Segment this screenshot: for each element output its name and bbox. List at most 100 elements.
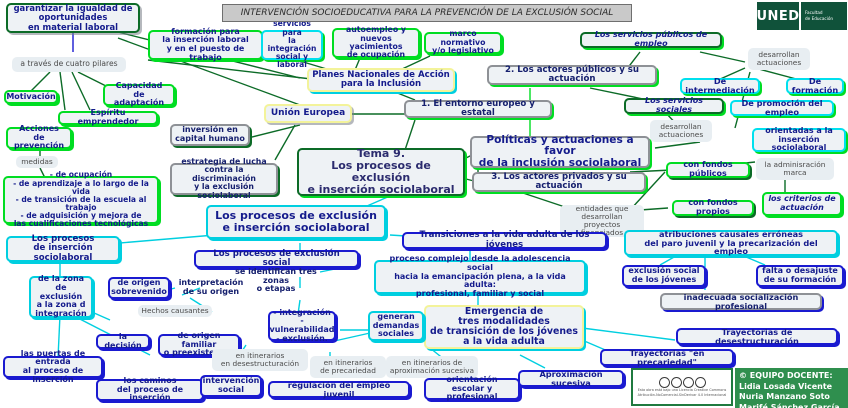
node-label: Los servicios públicos de empleo [594, 30, 708, 48]
node-label: De promoción del empleo [741, 98, 823, 117]
node-procesos-exclusion-insercion[interactable]: Los procesos de exclusión e inserción so… [206, 205, 386, 239]
node-label: - de ocupación - de aprendizaje a lo lar… [13, 170, 149, 229]
teaching-team-credits: © EQUIPO DOCENTE: Lidia Losada Vicente N… [735, 368, 848, 408]
node-label: marco normativo y/o legislativo [432, 29, 494, 56]
node-actores-privados[interactable]: 3. Los actores privados y su actuación [472, 172, 646, 192]
node-autoempleo[interactable]: autoempleo y nuevos yacimientos de ocupa… [332, 26, 420, 59]
node-origen-sobrevenido[interactable]: de origen sobrevenido [108, 277, 170, 299]
uned-logo: UNED Facultad de Educación [756, 2, 847, 30]
node-trayectorias-precariedad[interactable]: Trayectorias "en precariedad" [600, 347, 734, 367]
node-zona-exclusion-integracion[interactable]: de la zona de exclusión a la zona d inte… [29, 275, 93, 318]
node-inversion-capital-humano[interactable]: inversión en capital humano [170, 124, 250, 146]
node-label: Trayectorias "en precariedad" [629, 347, 705, 367]
link-label-itinerarios-desestructuracion: en itinerarios en desestructuración [212, 349, 308, 371]
node-transiciones-vida-adulta[interactable]: Transiciones a la vida adulta de los jóv… [402, 231, 607, 249]
node-label: - integración - vulnerabilidad - exclusi… [269, 307, 335, 343]
node-garantizar-igualdad[interactable]: garantizar la igualdad de oportunidades … [6, 3, 140, 33]
node-emergencia-tres-modalidades[interactable]: Emergencia de tres modalidades de transi… [424, 305, 584, 349]
node-politicas-actuaciones[interactable]: Políticas y actuaciones a favor de la in… [470, 134, 650, 168]
node-procesos-insercion-sociolaboral[interactable]: Los procesos de inserción sociolaboral [6, 234, 120, 263]
node-label: los caminos del proceso de inserción [116, 376, 184, 403]
node-trayectorias-desestructuracion[interactable]: Trayectorias de desestructuración [676, 326, 838, 346]
node-union-europea[interactable]: Unión Europea [264, 104, 352, 123]
node-integracion-vulnerabilidad-exclusion[interactable]: - integración - vulnerabilidad - exclusi… [268, 307, 336, 343]
node-capacidad-adaptacion[interactable]: Capacidad de adaptación [103, 81, 175, 108]
node-label: garantizar la igualdad de oportunidades … [13, 3, 133, 32]
node-con-fondos-propios[interactable]: con fondos propios [672, 198, 754, 216]
node-label: Planes Nacionales de Acción para la Incl… [312, 69, 450, 89]
node-label: con fondos propios [688, 198, 738, 216]
node-espiritu-emprendedor[interactable]: Espíritu emprendedor [58, 108, 158, 126]
node-atribuciones-causales[interactable]: atribuciones causales erróneas del paro … [624, 229, 838, 256]
node-servicios-sociales[interactable]: Los servicios sociales [624, 96, 724, 114]
node-label: Los procesos de exclusión e inserción so… [215, 209, 377, 234]
node-proceso-complejo[interactable]: proceso complejo desde la adolescencia s… [374, 255, 586, 298]
credits-author-1: Lidia Losada Vicente [739, 381, 833, 391]
node-con-fondos-publicos[interactable]: con fondos públicos [666, 160, 750, 178]
node-regulacion-empleo-juvenil[interactable]: regulación del empleo juvenil [268, 379, 410, 399]
node-label: Motivación [6, 91, 56, 101]
cc-license-text: Esta obra está bajo una Licencia Creativ… [636, 388, 729, 397]
node-motivacion[interactable]: Motivación [4, 90, 58, 104]
node-label: Los procesos de inserción sociolaboral [31, 234, 95, 263]
faculty-line-1: Facultad [805, 10, 823, 16]
node-label: De formación [791, 76, 839, 95]
node-label: Aproximación sucesiva [539, 368, 603, 388]
page-title-banner: INTERVENCIÓN SOCIOEDUCATIVA PARA LA PREV… [222, 4, 632, 22]
node-label: las puertas de entrada al proceso de ins… [20, 348, 86, 384]
credits-author-2: Nuria Manzano Soto [739, 392, 830, 402]
node-label: Los servicios sociales [645, 96, 703, 114]
node-orientadas-insercion[interactable]: orientadas a la inserción sociolaboral [752, 126, 846, 152]
node-label: regulación del empleo juvenil [287, 379, 391, 399]
node-de-formacion[interactable]: De formación [786, 76, 844, 95]
node-entorno-europeo-estatal[interactable]: 1. El entorno europeo y estatal [404, 99, 552, 118]
node-estrategia-lucha[interactable]: estrategia de lucha contra la discrimina… [170, 157, 278, 199]
node-label: de origen familiar o preexistentes [163, 331, 235, 358]
node-de-intermediacion[interactable]: De intermediación [680, 76, 760, 95]
node-acciones-prevencion[interactable]: Acciones de prevención [6, 124, 72, 151]
node-caminos-proceso-insercion[interactable]: los caminos del proceso de inserción [96, 376, 204, 403]
node-label: a través de cuatro pilares [20, 59, 118, 69]
node-servicios-integracion[interactable]: servicios para la integración social y l… [261, 20, 323, 69]
node-la-decision[interactable]: la decisión [96, 332, 150, 349]
node-label: 3. Los actores privados y su actuación [491, 171, 627, 191]
node-label: Hechos causantes [141, 306, 209, 315]
uned-wordmark: UNED [756, 2, 799, 30]
node-label: Emergencia de tres modalidades de transi… [430, 305, 578, 348]
node-tema-9[interactable]: Tema 9. Los procesos de exclusión e inse… [297, 148, 465, 196]
node-label: 2. Los actores públicos y su actuación [504, 64, 640, 84]
node-generan-demandas[interactable]: generan demandas sociales [368, 311, 424, 341]
node-lista-medidas[interactable]: - de ocupación - de aprendizaje a lo lar… [3, 171, 159, 228]
node-servicios-publicos-empleo[interactable]: Los servicios públicos de empleo [580, 30, 722, 48]
uned-faculty-mark: Facultad de Educación [801, 2, 847, 30]
node-label: Capacidad de adaptación [113, 81, 165, 108]
node-criterios-actuacion[interactable]: los criterios de actuación [762, 192, 842, 216]
node-procesos-exclusion-social[interactable]: Los procesos de exclusión social [194, 248, 359, 268]
node-orientacion-escolar-profesional[interactable]: orientación escolar y profesional [424, 375, 520, 401]
node-label: Trayectorias de desestructuración [715, 326, 799, 346]
link-label-cuatro-pilares: a través de cuatro pilares [12, 57, 126, 72]
faculty-line-2: de Educación [805, 16, 834, 21]
creative-commons-badge[interactable]: Esta obra está bajo una Licencia Creativ… [631, 368, 733, 406]
node-intervencion-social[interactable]: intervención social [200, 375, 262, 397]
node-label: De intermediación [685, 76, 755, 95]
node-marco-normativo[interactable]: marco normativo y/o legislativo [424, 29, 502, 56]
node-label: Los procesos de exclusión social [213, 248, 340, 268]
node-inadecuada-socializacion[interactable]: inadecuada socialización profesional [660, 292, 822, 310]
link-label-desarrollan-actuaciones-1: desarrollan actuaciones [748, 48, 810, 70]
node-label: Acciones de prevención [13, 124, 65, 151]
node-label: falta o desajuste de su formación [762, 266, 838, 284]
node-planes-nacionales[interactable]: Planes Nacionales de Acción para la Incl… [307, 68, 455, 92]
node-de-promocion-empleo[interactable]: De promoción del empleo [730, 98, 834, 117]
node-label: de origen sobrevenido [111, 278, 167, 296]
node-label: proceso complejo desde la adolescencia s… [389, 254, 571, 298]
node-label: los criterios de actuación [768, 194, 836, 212]
link-label-itinerarios-precariedad: en itinerarios de precariedad [310, 356, 386, 378]
node-falta-desajuste-formacion[interactable]: falta o desajuste de su formación [756, 265, 844, 287]
node-exclusion-social-jovenes[interactable]: exclusión social de los jóvenes [622, 265, 706, 287]
node-actores-publicos[interactable]: 2. Los actores públicos y su actuación [487, 65, 657, 85]
node-aproximacion-sucesiva[interactable]: Aproximación sucesiva [518, 368, 624, 388]
node-puertas-entrada[interactable]: las puertas de entrada al proceso de ins… [3, 349, 103, 383]
node-formacion-insercion-laboral[interactable]: formación para la inserción laboral y en… [148, 27, 263, 61]
credits-author-3: Marifé Sánchez García [739, 402, 840, 408]
